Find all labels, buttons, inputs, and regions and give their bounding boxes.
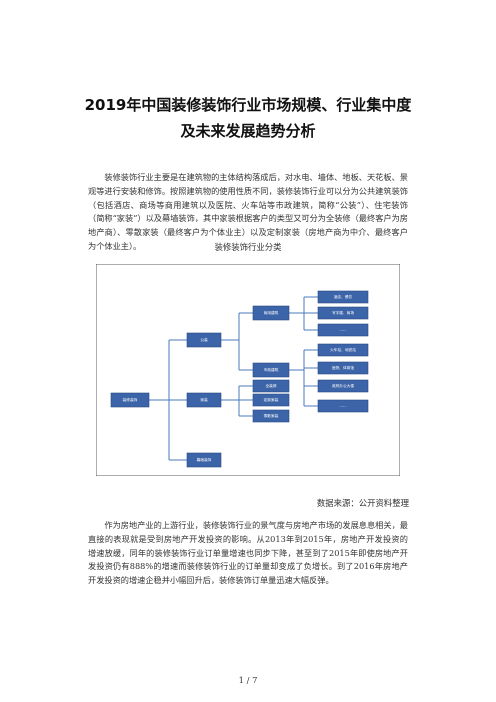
node-root: 装修装饰 — [110, 392, 150, 408]
node-municipal-more-label: …… — [339, 404, 347, 408]
node-station-metro: 火车站、地铁站 — [317, 343, 369, 357]
diagram-connectors — [149, 296, 318, 461]
node-curtain-wall-label: 幕墙装饰 — [197, 457, 212, 462]
node-hospital-stadium-label: 医院、体育馆 — [332, 365, 354, 370]
figure-caption: 装修装饰行业分类 — [214, 242, 282, 252]
node-full-decoration: 全装修 — [252, 379, 290, 393]
title-line-1: 2019年中国装修装饰行业市场规模、行业集中度 — [84, 96, 412, 114]
node-office-mall-label: 写字楼、商场 — [332, 310, 354, 315]
node-hotel-dining: 酒店、餐饮 — [317, 290, 369, 304]
node-root-label: 装修装饰 — [123, 397, 138, 402]
source-note: 数据来源：公开资料整理 — [316, 498, 409, 508]
node-hotel-dining-label: 酒店、餐饮 — [334, 294, 353, 299]
node-public-label: 公装 — [200, 337, 208, 342]
node-office-mall: 写字楼、商场 — [317, 306, 369, 320]
node-home: 家装 — [186, 392, 222, 408]
node-scattered-home-label: 零散家装 — [264, 413, 279, 418]
node-station-metro-label: 火车站、地铁站 — [330, 347, 356, 352]
node-commercial: 商用建筑 — [252, 305, 290, 321]
page-title: 2019年中国装修装饰行业市场规模、行业集中度 及未来发展趋势分析 — [60, 92, 436, 144]
node-commercial-more-label: …… — [339, 328, 347, 332]
node-commercial-label: 商用建筑 — [264, 310, 279, 315]
intro-paragraph: 装修装饰行业主要是在建筑物的主体结构落成后，对水电、墙体、地板、天花板、景观等进… — [88, 172, 408, 251]
page-number: 1 / 7 — [238, 675, 258, 685]
node-commercial-more: …… — [317, 323, 369, 337]
node-municipal: 市政建筑 — [252, 362, 290, 378]
node-government-office-label: 政府办公大楼 — [332, 383, 354, 388]
node-scattered-home: 零散家装 — [252, 409, 290, 423]
node-custom-home: 定制家装 — [252, 393, 290, 407]
body-paragraph: 作为房地产业的上游行业，装修装饰行业的景气度与房地产市场的发展息息相关，最直接的… — [88, 520, 408, 586]
node-curtain-wall: 幕墙装饰 — [186, 452, 222, 468]
node-hospital-stadium: 医院、体育馆 — [317, 361, 369, 375]
node-municipal-more: …… — [317, 399, 369, 413]
node-home-label: 家装 — [200, 397, 208, 402]
node-government-office: 政府办公大楼 — [317, 379, 369, 393]
title-line-2: 及未来发展趋势分析 — [180, 122, 316, 140]
classification-diagram: 装修装饰 公装 家装 幕墙装饰 商用建筑 市政建筑 酒店、餐饮 写字楼、商场 …… — [96, 264, 400, 476]
node-public: 公装 — [186, 332, 222, 348]
node-municipal-label: 市政建筑 — [264, 367, 279, 372]
node-custom-home-label: 定制家装 — [264, 397, 279, 402]
node-full-decoration-label: 全装修 — [265, 383, 276, 388]
